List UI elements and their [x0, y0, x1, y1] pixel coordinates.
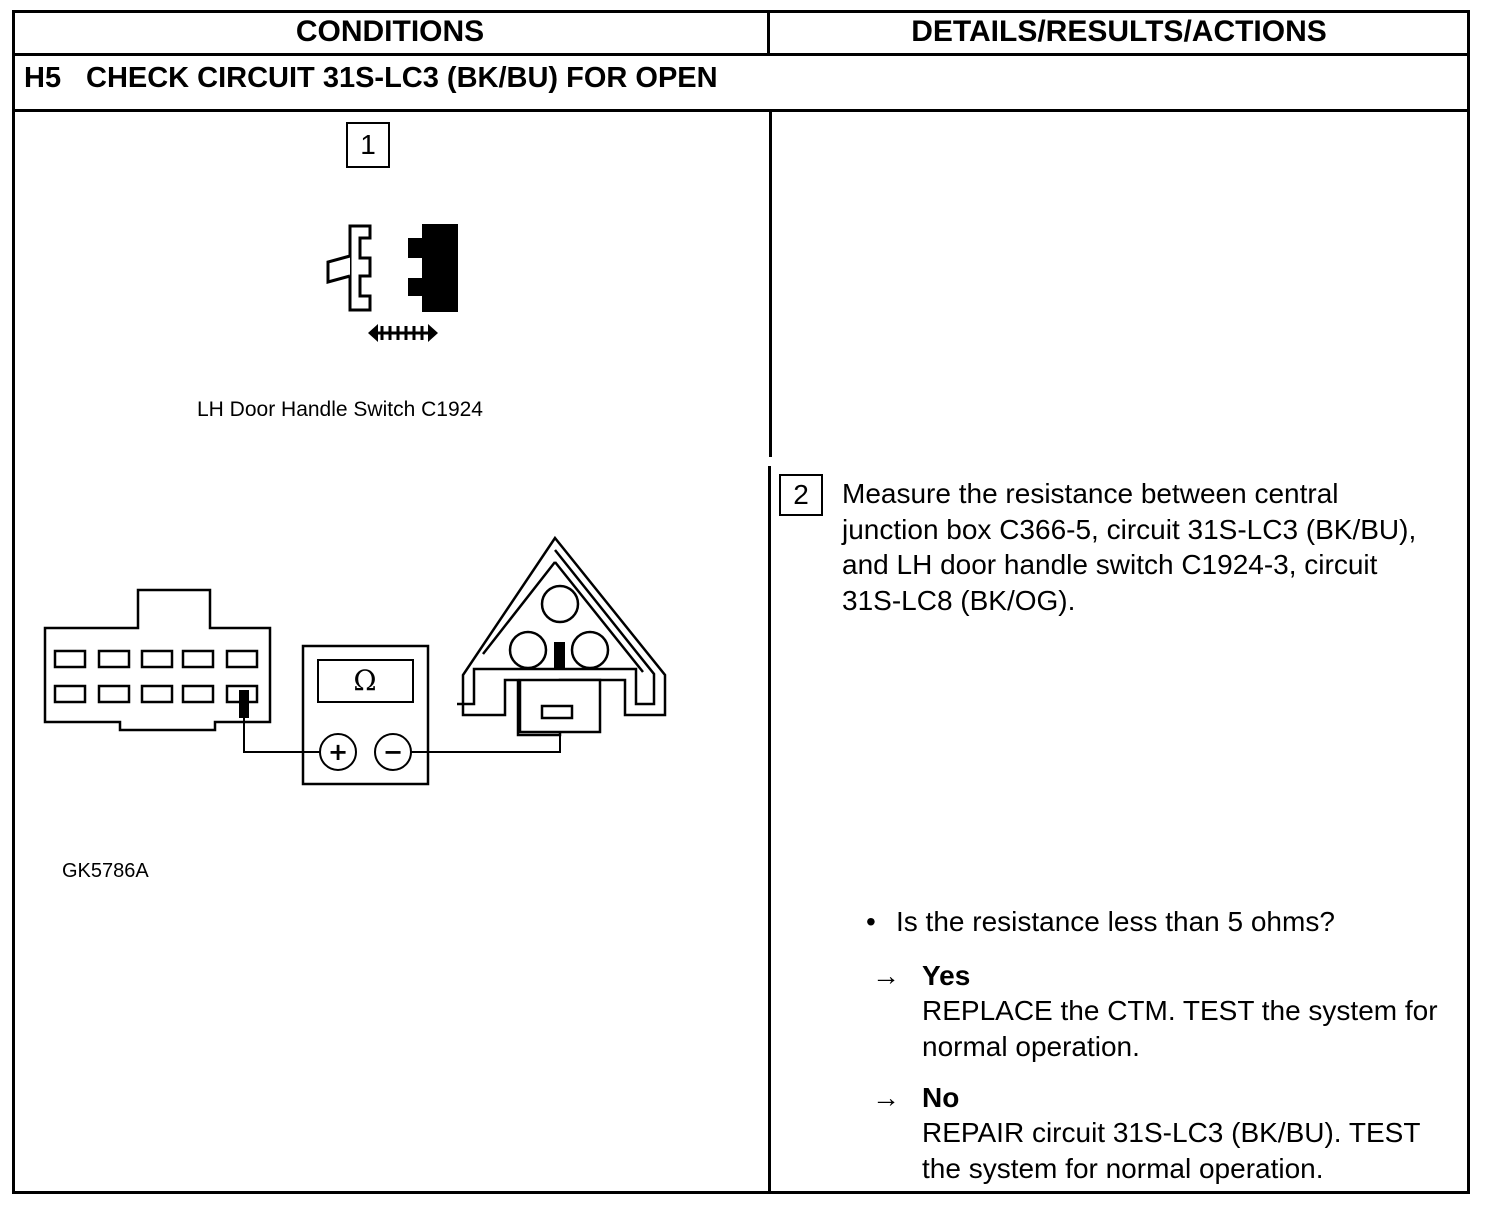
header-column-divider [767, 10, 770, 55]
step-title-rule [12, 109, 1470, 112]
resistance-question: • Is the resistance less than 5 ohms? [866, 906, 1335, 938]
step-title-text: CHECK CIRCUIT 31S-LC3 (BK/BU) FOR OPEN [86, 62, 718, 94]
resistance-measurement-diagram: Ω + − [43, 535, 667, 786]
yes-label: Yes [922, 960, 971, 991]
no-action-text: REPAIR circuit 31S-LC3 (BK/BU). TEST the… [922, 1117, 1420, 1184]
yes-action-text: REPLACE the CTM. TEST the system for nor… [922, 995, 1438, 1062]
door-handle-switch-connector [457, 535, 667, 737]
column-divider-upper [769, 111, 772, 457]
substep-1-box: 1 [346, 122, 390, 168]
arrow-right-icon: → [872, 960, 900, 991]
conditions-header: CONDITIONS [295, 15, 485, 48]
plus-terminal: + [328, 738, 348, 766]
question-text: Is the resistance less than 5 ohms? [896, 906, 1335, 937]
no-label: No [922, 1082, 960, 1113]
probe-plus [239, 690, 249, 718]
junction-box-connector [43, 588, 272, 732]
column-divider-lower [768, 466, 771, 1194]
probe-minus [554, 642, 565, 670]
step-number: H5 [24, 62, 62, 94]
arrow-right-icon: → [872, 1082, 900, 1113]
minus-terminal: − [383, 738, 403, 766]
ohm-symbol: Ω [353, 664, 376, 697]
lh-door-handle-caption: LH Door Handle Switch C1924 [197, 398, 483, 421]
ohmmeter-icon: Ω + − [301, 644, 430, 786]
measurement-instruction: Measure the resistance between central j… [842, 478, 1417, 616]
step-title: H5 CHECK CIRCUIT 31S-LC3 (BK/BU) FOR OPEN [24, 62, 718, 95]
figure-id: GK5786A [62, 860, 149, 882]
details-header: DETAILS/RESULTS/ACTIONS [911, 15, 1327, 48]
substep-2-box: 2 [779, 474, 823, 516]
bullet-icon: • [866, 906, 876, 937]
table-frame [12, 10, 1470, 1194]
header-rule [12, 53, 1470, 56]
disconnect-connector-icon [326, 224, 458, 342]
